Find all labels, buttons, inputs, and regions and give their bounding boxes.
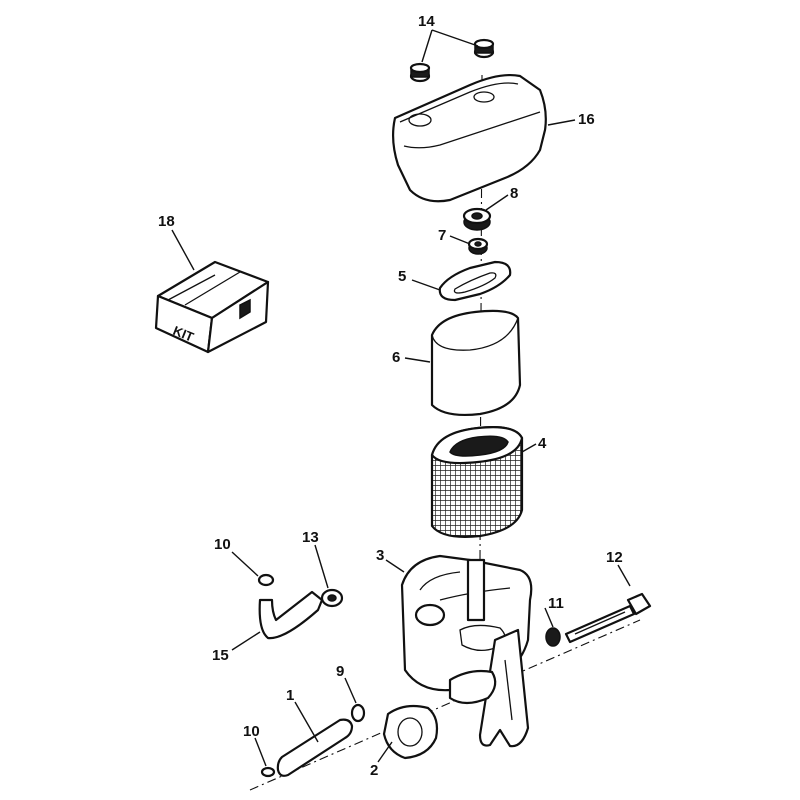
clamp-part-10-upper xyxy=(257,573,275,587)
callout-8: 8 xyxy=(510,185,518,202)
callout-labels: 14 16 8 7 5 6 4 3 11 12 13 10 15 9 1 10 … xyxy=(158,13,623,779)
air-cleaner-base-part-3 xyxy=(400,554,533,748)
callout-14: 15 xyxy=(212,647,229,664)
clamp-part-9 xyxy=(350,703,366,723)
kit-box-part-18: KIT xyxy=(154,260,270,354)
callout-12: 12 xyxy=(606,549,623,566)
callout-3: 3 xyxy=(376,547,384,564)
seal-part-8 xyxy=(462,207,492,231)
kit-box-label: KIT xyxy=(171,323,196,345)
gasket-part-2 xyxy=(382,704,439,760)
callout-9: 9 xyxy=(336,663,344,680)
callout-11: 11 xyxy=(548,595,564,612)
callout-7: 7 xyxy=(438,227,446,244)
callout-10-lower: 10 xyxy=(243,723,260,740)
breather-tube-part-1 xyxy=(276,718,354,777)
callout-15: 14 xyxy=(418,13,435,30)
callout-6: 6 xyxy=(392,349,400,366)
air-cleaner-cover-part-16 xyxy=(391,73,547,203)
bolt-part-12 xyxy=(564,592,652,644)
leader-lines xyxy=(171,29,631,767)
cover-plate-part-5 xyxy=(438,260,512,302)
filter-element-part-4 xyxy=(430,426,524,538)
callout-18: 18 xyxy=(158,213,175,230)
knob-part-15 xyxy=(409,38,495,83)
callout-1: 1 xyxy=(286,687,294,704)
fitting-part-13 xyxy=(320,588,344,608)
wing-nut-part-7 xyxy=(467,237,489,255)
pre-cleaner-part-6 xyxy=(430,309,522,417)
callout-2: 2 xyxy=(370,762,378,779)
clamp-part-10-lower xyxy=(260,766,276,778)
hose-part-14 xyxy=(258,590,324,640)
callout-5: 5 xyxy=(398,268,406,285)
callout-13: 13 xyxy=(302,529,319,546)
washer-part-11 xyxy=(545,627,561,647)
callout-16: 16 xyxy=(578,111,595,128)
callout-10-upper: 10 xyxy=(214,536,231,553)
callout-4: 4 xyxy=(538,435,547,452)
